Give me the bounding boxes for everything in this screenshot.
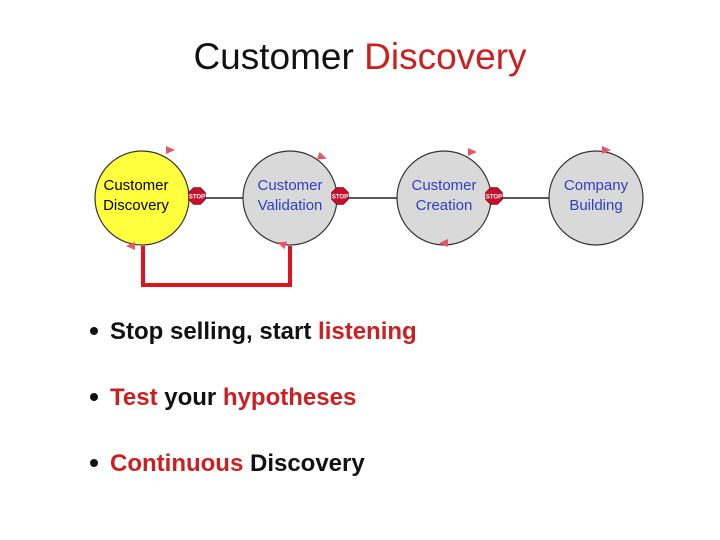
stop-sign-label: STOP [486, 195, 502, 201]
iteration-arrow-icon [602, 146, 611, 154]
feedback-loop-line [141, 246, 292, 287]
bullet-item-2: Test your hypotheses [90, 384, 356, 412]
iteration-arrow-icon [439, 239, 448, 247]
iteration-arrow-icon [468, 148, 477, 156]
bullet-dot [90, 393, 98, 401]
iteration-arrow-icon [166, 146, 175, 154]
stop-sign-label: STOP [189, 195, 205, 201]
iteration-arrow-icon [126, 242, 135, 250]
bullet-item-1: Stop selling, start listening [90, 318, 417, 346]
customer-development-diagram: STOP STOP STOP [94, 146, 644, 287]
bullet-item-3: Continuous Discovery [90, 450, 365, 478]
stop-sign-label: STOP [332, 195, 348, 201]
stop-sign-icon: STOP [485, 187, 503, 205]
bullet-dot [90, 327, 98, 335]
iteration-arrow-icon [316, 151, 327, 160]
stop-sign-icon: STOP [331, 187, 349, 205]
bullet-dot [90, 459, 98, 467]
title-part-1: Customer [193, 36, 354, 77]
title-part-2: Discovery [364, 36, 527, 77]
stop-sign-icon: STOP [188, 187, 206, 205]
company-building-node [548, 150, 644, 246]
page-title: Customer Discovery [0, 36, 720, 78]
iteration-arrow-icon [277, 241, 288, 250]
